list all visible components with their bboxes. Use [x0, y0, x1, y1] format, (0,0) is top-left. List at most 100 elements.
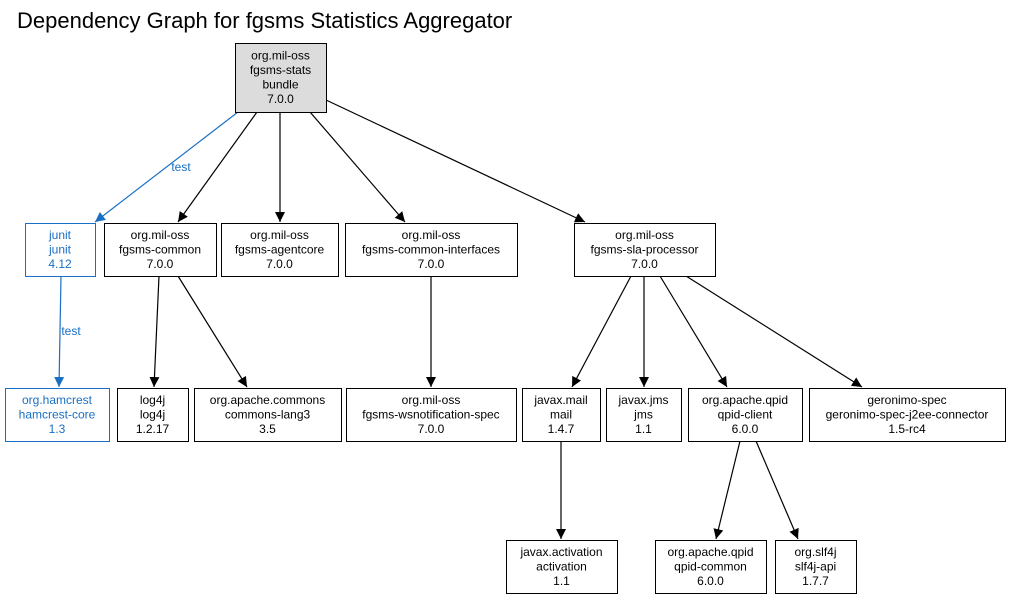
edge-label-root-to-junit: test — [171, 160, 191, 174]
node-box-log4j — [117, 388, 189, 442]
node-label-log4j-line-0: log4j — [140, 393, 165, 407]
node-label-qpidclient-line-2: 6.0.0 — [732, 422, 759, 436]
node-label-interfaces-line-2: 7.0.0 — [418, 257, 445, 271]
node-label-hamcrest-line-2: 1.3 — [49, 422, 66, 436]
node-label-jms-line-2: 1.1 — [635, 422, 652, 436]
node-label-root-line-2: bundle — [262, 78, 298, 92]
node-label-agentcore-line-0: org.mil-oss — [250, 228, 309, 242]
node-label-hamcrest-line-0: org.hamcrest — [22, 393, 93, 407]
node-box-common — [104, 223, 217, 277]
edge-junit-to-hamcrest — [54, 275, 65, 388]
node-label-qpidcommon-line-0: org.apache.qpid — [667, 545, 753, 559]
node-box-qpidclient — [688, 388, 803, 442]
node-label-lang3-line-2: 3.5 — [259, 422, 276, 436]
node-label-common-line-1: fgsms-common — [119, 242, 201, 256]
edge-sla-to-geronimo — [685, 275, 863, 388]
node-label-lang3-line-1: commons-lang3 — [225, 407, 311, 421]
node-box-qpidcommon — [655, 540, 767, 594]
node-label-mail-line-2: 1.4.7 — [548, 422, 575, 436]
node-label-wsn-line-0: org.mil-oss — [402, 393, 461, 407]
node-label-junit-line-1: junit — [48, 242, 72, 256]
node-box-sla — [574, 223, 716, 277]
node-label-junit-line-0: junit — [48, 228, 72, 242]
edge-root-to-sla — [325, 99, 586, 223]
node-label-root-line-0: org.mil-oss — [251, 49, 310, 63]
edges-layer: test test — [54, 99, 863, 540]
edge-sla-to-qpidclient — [659, 275, 728, 388]
node-label-log4j-line-1: log4j — [140, 407, 165, 421]
node-box-geronimo — [809, 388, 1006, 442]
node-label-agentcore-line-2: 7.0.0 — [266, 257, 293, 271]
page-title: Dependency Graph for fgsms Statistics Ag… — [17, 8, 513, 33]
node-label-log4j-line-2: 1.2.17 — [136, 422, 170, 436]
node-label-sla-line-1: fgsms-sla-processor — [590, 242, 698, 256]
edge-root-to-junit — [94, 111, 239, 223]
edge-label-junit-to-hamcrest: test — [61, 324, 81, 338]
node-label-wsn-line-1: fgsms-wsnotification-spec — [362, 407, 499, 421]
node-label-slf4j-line-1: slf4j-api — [795, 559, 836, 573]
node-label-activation-line-2: 1.1 — [553, 574, 570, 588]
edge-qpidclient-to-slf4j — [755, 440, 799, 540]
edge-root-to-common — [177, 111, 258, 223]
node-label-root-line-1: fgsms-stats — [250, 63, 311, 77]
node-label-qpidcommon-line-1: qpid-common — [674, 559, 747, 573]
node-label-slf4j-line-0: org.slf4j — [794, 545, 836, 559]
edge-sla-to-mail — [571, 275, 632, 388]
node-label-geronimo-line-2: 1.5-rc4 — [888, 422, 926, 436]
node-label-common-line-0: org.mil-oss — [131, 228, 190, 242]
node-label-slf4j-line-2: 1.7.7 — [802, 574, 829, 588]
nodes-layer: org.mil-ossfgsms-statsbundle7.0.0junitju… — [5, 43, 1006, 594]
node-box-junit — [25, 223, 96, 277]
node-box-lang3 — [194, 388, 342, 442]
node-label-sla-line-2: 7.0.0 — [631, 257, 658, 271]
node-box-mail — [522, 388, 601, 442]
node-label-jms-line-1: jms — [633, 407, 653, 421]
edge-common-to-log4j — [149, 275, 160, 388]
node-geronimo: geronimo-specgeronimo-spec-j2ee-connecto… — [809, 388, 1006, 442]
node-label-agentcore-line-1: fgsms-agentcore — [235, 242, 325, 256]
node-label-geronimo-line-1: geronimo-spec-j2ee-connector — [826, 407, 989, 421]
node-label-hamcrest-line-1: hamcrest-core — [19, 407, 96, 421]
node-label-qpidclient-line-0: org.apache.qpid — [702, 393, 788, 407]
node-label-sla-line-0: org.mil-oss — [615, 228, 674, 242]
node-label-geronimo-line-0: geronimo-spec — [867, 393, 946, 407]
node-box-activation — [506, 540, 618, 594]
node-box-jms — [606, 388, 682, 442]
node-box-interfaces — [345, 223, 518, 277]
node-label-qpidclient-line-1: qpid-client — [718, 407, 773, 421]
node-label-jms-line-0: javax.jms — [617, 393, 668, 407]
node-label-qpidcommon-line-2: 6.0.0 — [697, 574, 724, 588]
node-label-wsn-line-2: 7.0.0 — [418, 422, 445, 436]
node-label-interfaces-line-1: fgsms-common-interfaces — [362, 242, 500, 256]
node-label-root-line-3: 7.0.0 — [267, 92, 294, 106]
edge-common-to-lang3 — [177, 275, 248, 388]
node-label-activation-line-0: javax.activation — [519, 545, 602, 559]
node-box-hamcrest — [5, 388, 110, 442]
node-box-root — [235, 43, 327, 113]
node-label-junit-line-2: 4.12 — [48, 257, 72, 271]
edge-root-to-interfaces — [309, 111, 406, 223]
node-label-common-line-2: 7.0.0 — [147, 257, 174, 271]
node-label-mail-line-1: mail — [550, 407, 572, 421]
node-box-slf4j — [775, 540, 857, 594]
node-label-activation-line-1: activation — [536, 559, 587, 573]
node-wsn: org.mil-ossfgsms-wsnotification-spec7.0.… — [346, 388, 517, 442]
node-label-mail-line-0: javax.mail — [533, 393, 587, 407]
node-box-wsn — [346, 388, 517, 442]
